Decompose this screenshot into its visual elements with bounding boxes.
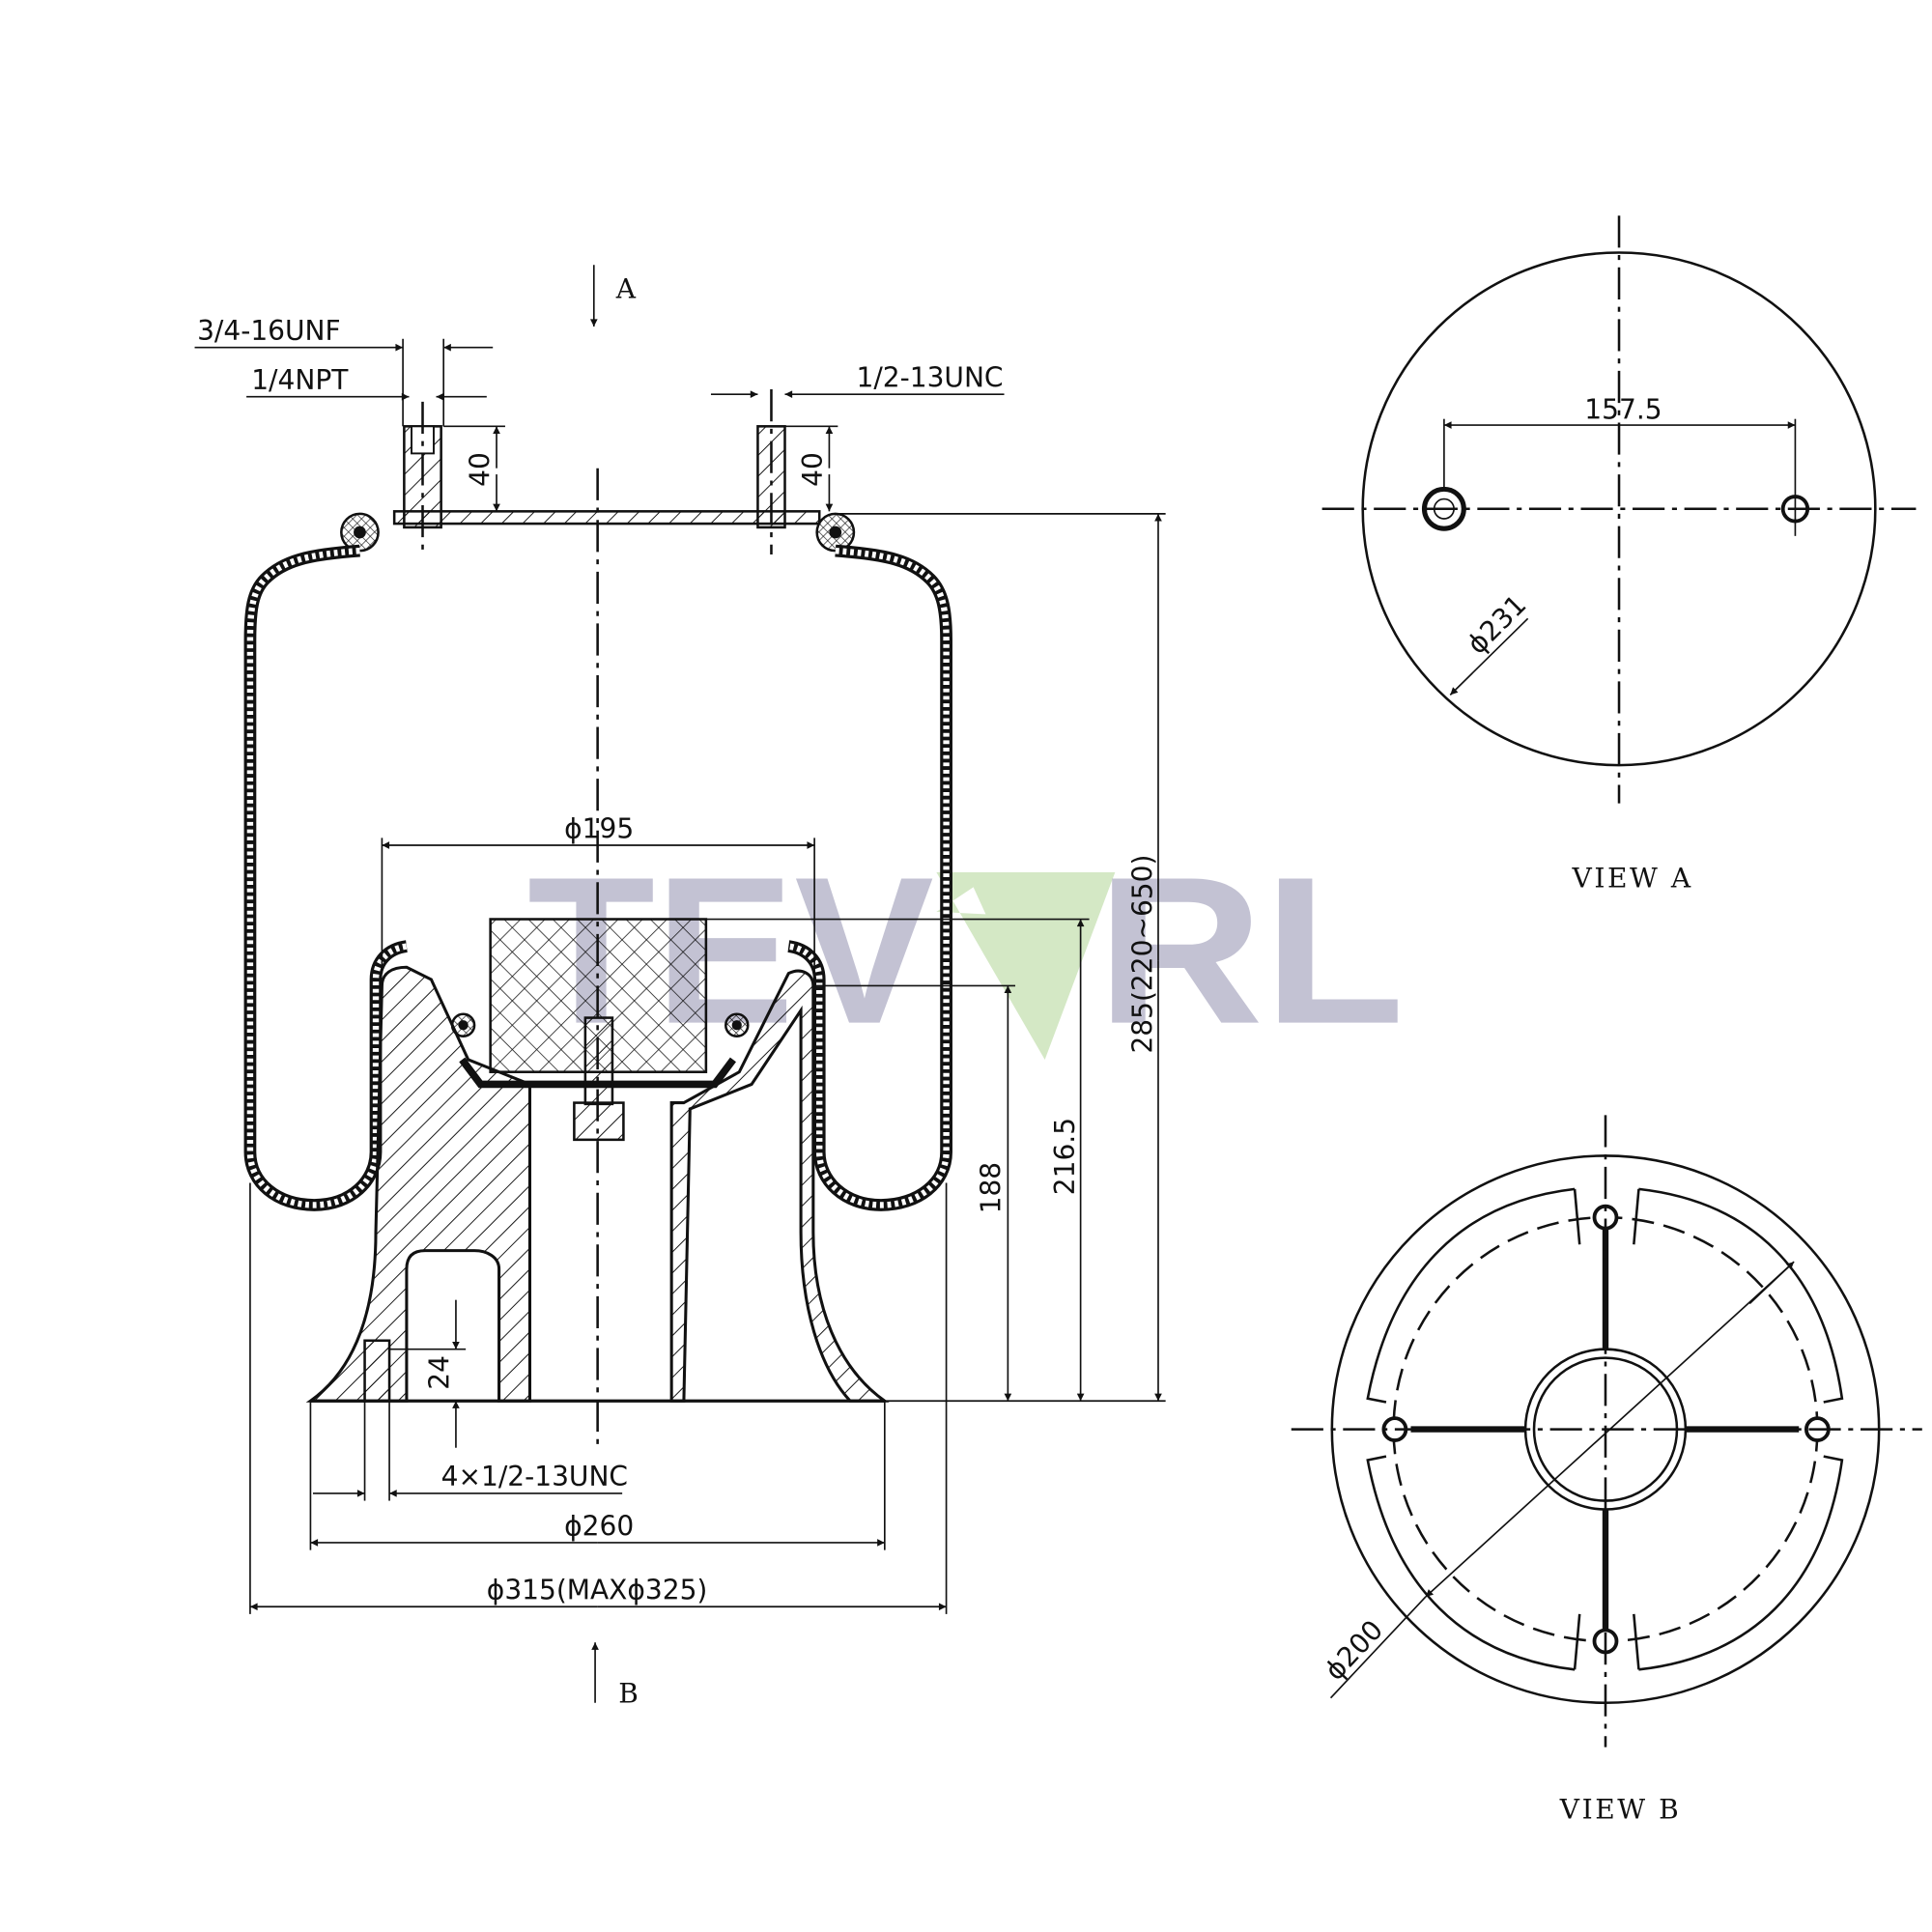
base-threaded-hole xyxy=(363,1339,391,1403)
view-a-stud-spacing: 157.5 xyxy=(1584,394,1662,426)
callout-stud-thread: 1/2-13UNC xyxy=(856,362,1003,394)
callout-bumper-diameter: ϕ195 xyxy=(564,812,634,844)
view-b-label: VIEW B xyxy=(1559,1794,1681,1826)
callout-base-threads: 4×1/2-13UNC xyxy=(441,1461,628,1492)
section-label-a: A xyxy=(615,273,639,305)
view-a: 157.5 ϕ231 VIEW A xyxy=(1321,215,1917,894)
callout-stud-height: 40 xyxy=(797,452,829,487)
view-a-label: VIEW A xyxy=(1572,862,1693,894)
watermark-text-right: RL xyxy=(1096,834,1405,1067)
center-bolt xyxy=(583,1016,614,1106)
callout-air-inlet-thread: 3/4-16UNF xyxy=(197,315,341,347)
callout-inlet-height: 40 xyxy=(464,452,496,487)
view-b-rib-slots xyxy=(1366,1187,1844,1671)
view-b: ϕ200 VIEW B xyxy=(1291,1115,1922,1826)
section-label-b: B xyxy=(618,1678,640,1710)
callout-air-inlet-port: 1/4NPT xyxy=(251,364,349,396)
callout-height-216: 216.5 xyxy=(1049,1118,1081,1195)
watermark-emblem-icon xyxy=(936,872,1116,1060)
callout-hole-depth: 24 xyxy=(423,1355,455,1390)
callout-bellow-diameter: ϕ315(MAXϕ325) xyxy=(487,1575,708,1606)
center-nut xyxy=(573,1101,625,1142)
callout-height-188: 188 xyxy=(976,1162,1008,1214)
view-b-bolt-circle-diameter: ϕ200 xyxy=(1319,1614,1389,1687)
callout-design-height: 285(220~650) xyxy=(1127,855,1159,1054)
top-bead-plate xyxy=(392,510,821,526)
main-section-view: A xyxy=(194,265,1166,1710)
piston-right-section xyxy=(669,969,890,1403)
callout-piston-diameter: ϕ260 xyxy=(564,1510,634,1542)
